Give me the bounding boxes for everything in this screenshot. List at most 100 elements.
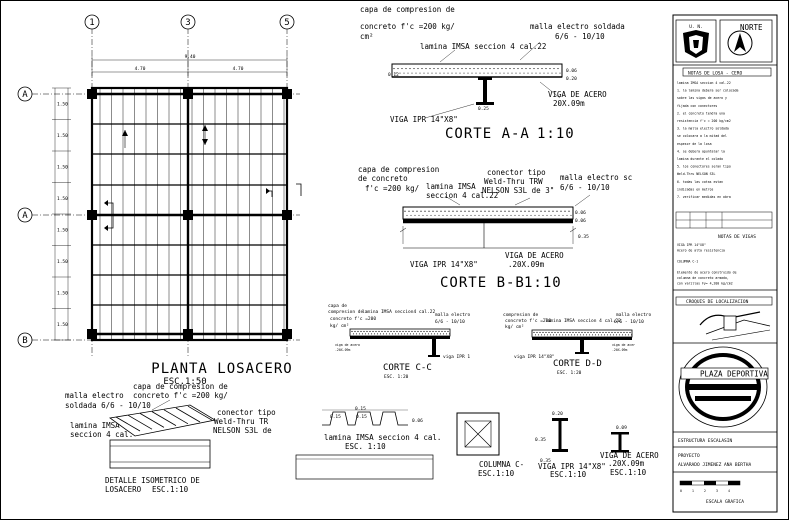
section-a-viga-acero-1: VIGA DE ACERO bbox=[548, 90, 607, 99]
plaza-label: PLAZA DEPORTIVA bbox=[700, 370, 768, 379]
note-line: fijada con conectores bbox=[677, 104, 717, 108]
steel-beam-title-2: .20X.09m bbox=[608, 459, 645, 468]
note-line: indicadas en metros bbox=[677, 187, 714, 191]
steel-beam-title-1: VIGA DE ACERO bbox=[600, 451, 659, 460]
graphic-scale: 0 1 2 3 4 ESCALA GRAFICA bbox=[679, 480, 744, 505]
plan-title: PLANTA LOSACERO bbox=[151, 361, 292, 377]
steel-beam-detail: 0.09 VIGA DE ACERO .20X.09m ESC.1:10 bbox=[600, 425, 659, 477]
bay-dim-2: 4.70 bbox=[233, 66, 244, 72]
section-c-capa-2: compresion de bbox=[328, 309, 364, 315]
iso-lamina-1: lamina IMSA bbox=[70, 421, 120, 430]
section-b-malla-2: 6/6 - 10/10 bbox=[560, 183, 610, 192]
section-c-viga-acero-1: viga de acero bbox=[335, 343, 360, 347]
beam-notes: VIGA IPR 14"X8" Acero de alta resistencia… bbox=[677, 243, 737, 286]
note-line: lamina IMSA seccion 4 cal.22 bbox=[677, 81, 731, 85]
column-title: COLUMNA C- bbox=[479, 460, 524, 469]
plan-dimensions-top: 4.70 4.70 9.40 bbox=[91, 54, 288, 76]
section-b-dim-2: 0.06 bbox=[575, 218, 586, 224]
iso-title-2: LOSACERO bbox=[105, 485, 142, 494]
section-d-capa-2: concreto f'c =200 bbox=[505, 318, 551, 324]
section-b-capa-1: capa de compresion bbox=[358, 165, 439, 174]
columns bbox=[87, 89, 292, 339]
section-markers bbox=[104, 125, 302, 231]
lamina-detail-scale: ESC. 1:10 bbox=[345, 442, 386, 451]
scale-mark-3: 3 bbox=[716, 489, 718, 493]
lamina-dim-1: 0.15 bbox=[330, 414, 341, 420]
note-line: columna de concreto armado, bbox=[677, 276, 729, 280]
section-b-conector-3: NELSON S3L de 3" bbox=[482, 186, 554, 195]
note-line: Weld-Thru NELSON S3L bbox=[677, 172, 715, 176]
row-dim-label: 1.50 bbox=[57, 227, 68, 233]
floor-plan: 1 3 5 A A B 4.70 4.70 9.40 bbox=[17, 14, 302, 387]
grid-label-b: B bbox=[22, 336, 27, 346]
note-line: resistencia f'c = 200 kg/cm2 bbox=[677, 119, 731, 123]
section-c-scale: ESC. 1:20 bbox=[384, 374, 409, 380]
grid-label-a2: A bbox=[22, 211, 28, 221]
ipr-dim-1: 0.20 bbox=[552, 411, 563, 417]
note-line: 4. se debera apuntalar la bbox=[677, 149, 725, 153]
row-dim-label: 1.50 bbox=[57, 290, 68, 296]
graphic-scale-label: ESCALA GRAFICA bbox=[706, 499, 744, 505]
section-d-viga-acero-1: viga de acer bbox=[612, 343, 635, 347]
section-b-malla-1: malla electro sc bbox=[560, 173, 632, 182]
section-b-dim-3: 0.35 bbox=[578, 234, 589, 240]
column-detail: COLUMNA C- ESC.1:10 0.35 bbox=[456, 412, 546, 478]
section-a-scale: 1:10 bbox=[537, 126, 575, 142]
note-line: 1. la lamina debera ser colocada bbox=[677, 89, 738, 93]
notes-table bbox=[675, 211, 773, 229]
section-c-lamina: lamina IMSA seccion4 cal.22 bbox=[362, 309, 435, 315]
section-b-conector-2: Weld-Thru TRW bbox=[484, 177, 543, 186]
section-c-viga-ipr: viga IPR 1 bbox=[443, 354, 470, 360]
note-line: 6. todas las cotas estan bbox=[677, 180, 723, 184]
section-c-viga-acero-2: .20X.09m bbox=[335, 348, 350, 352]
row-dim-label: 1.50 bbox=[57, 196, 68, 202]
north-label: NORTE bbox=[740, 23, 763, 32]
iso-conector-2: Weld-Thru TR bbox=[214, 417, 269, 426]
section-b-scale: 1:10 bbox=[524, 275, 562, 291]
grid-label-3: 3 bbox=[185, 18, 190, 28]
section-d-malla-2: 6/6 - 10/10 bbox=[614, 319, 644, 325]
logo-text: U. N. bbox=[689, 24, 703, 30]
section-d-title: CORTE D-D bbox=[553, 359, 602, 369]
section-b-conector-1: conector tipo bbox=[487, 168, 546, 177]
iso-title-1: DETALLE ISOMETRICO DE bbox=[105, 476, 200, 485]
section-a-dim-1: 0.12 bbox=[388, 72, 399, 78]
iso-malla-1: malla electro bbox=[65, 391, 124, 400]
slab-notes: lamina IMSA seccion 4 cal.22 1. la lamina… bbox=[677, 81, 738, 199]
iso-capa-2: concreto f'c =200 kg/ bbox=[133, 391, 228, 400]
plaza-emblem: PLAZA DEPORTIVA bbox=[678, 346, 769, 428]
ipr-beam-detail: 0.20 0.35 VIGA IPR 14"X8" ESC.1:10 bbox=[538, 411, 606, 479]
note-line: 5. los conectores seran tipo bbox=[677, 165, 731, 169]
ipr-scale: ESC.1:10 bbox=[550, 470, 587, 479]
note-line: Elemento de acero construido de bbox=[677, 271, 737, 275]
plan-dimensions-left: 1.501.501.501.501.501.501.501.50 bbox=[52, 87, 71, 341]
secondary-beams bbox=[92, 123, 287, 306]
row-dim-label: 1.50 bbox=[57, 101, 68, 107]
column-dim: 0.35 bbox=[535, 437, 546, 443]
note-line: Acero de alta resistencia bbox=[677, 249, 725, 253]
column-scale: ESC.1:10 bbox=[478, 469, 515, 478]
section-a-title: CORTE A-A bbox=[445, 126, 530, 142]
lamina-dim-4: 0.06 bbox=[412, 418, 423, 424]
note-line: 3. la malla electro soldada bbox=[677, 127, 729, 131]
iso-conector-1: conector tipo bbox=[217, 408, 276, 417]
structure-label: ESTRUCTURA ESCALASIN bbox=[678, 438, 732, 444]
section-a-dim-4: 0.25 bbox=[478, 106, 489, 112]
row-dim-label: 1.50 bbox=[57, 322, 68, 328]
isometric-detail: malla electro soldada 6/6 - 10/10 capa d… bbox=[65, 382, 276, 494]
note-line: 2. el concreto tendra una bbox=[677, 111, 725, 115]
section-a-a: capa de compresion de concreto f'c =200 … bbox=[360, 5, 625, 142]
beam-notes-title: NOTAS DE VIGAS bbox=[718, 234, 756, 240]
section-a-lamina: lamina IMSA seccion 4 cal.22 bbox=[420, 42, 546, 51]
title-block: U. N. NORTE NOTAS DE LOSA - CERO lamina … bbox=[672, 14, 778, 513]
section-b-title: CORTE B-B bbox=[440, 275, 525, 291]
section-b-dim-1: 0.06 bbox=[575, 210, 586, 216]
section-a-malla-2: 6/6 - 10/10 bbox=[555, 32, 605, 41]
section-c-capa-4: kg/ cm² bbox=[330, 323, 349, 329]
note-line: VIGA IPR 14"X8" bbox=[677, 243, 706, 247]
iso-scale: ESC.1:10 bbox=[152, 485, 189, 494]
section-b-capa-3: f'c =200 kg/ bbox=[365, 184, 419, 193]
iso-conector-3: NELSON S3L de bbox=[213, 426, 272, 435]
scale-mark-4: 4 bbox=[728, 489, 730, 493]
